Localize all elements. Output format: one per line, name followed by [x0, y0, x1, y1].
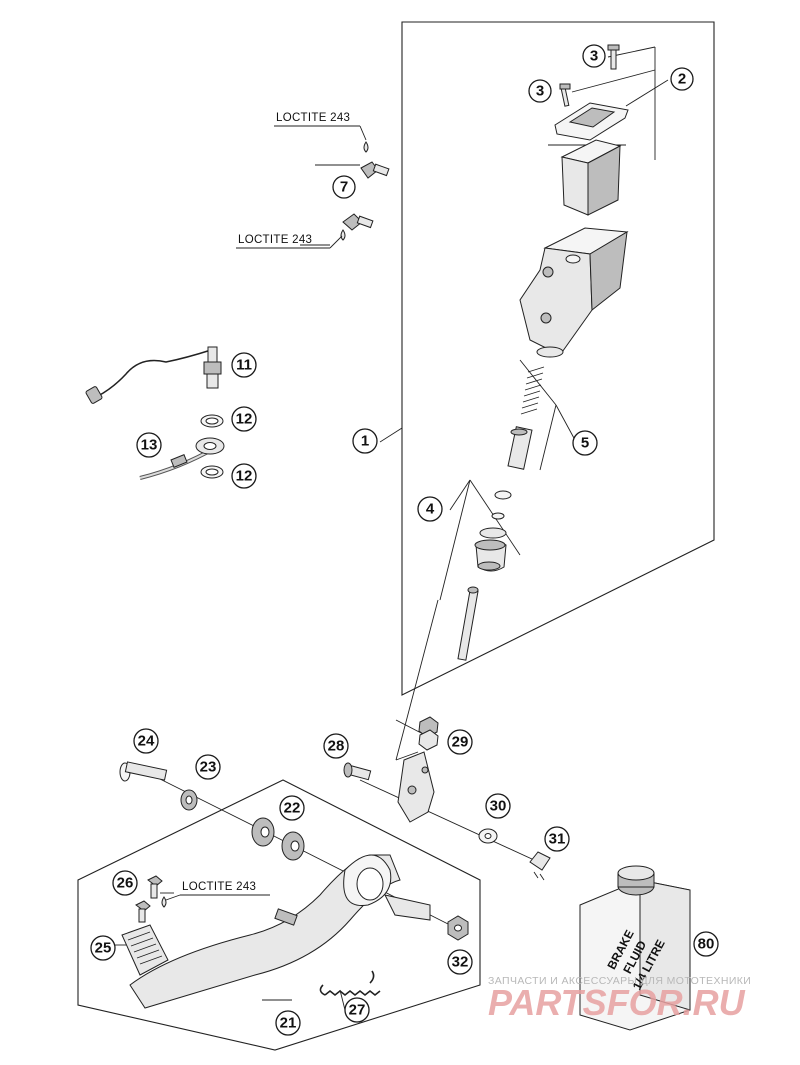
brake-light-switch-11[interactable] [85, 346, 222, 404]
loctite-note-mid-text: LOCTITE 243 [238, 234, 312, 246]
callout-3-left-label: 3 [536, 83, 544, 100]
callout-7[interactable]: 7 [332, 175, 356, 199]
callout-11-label: 11 [236, 357, 252, 374]
callout-4-label: 4 [426, 501, 435, 518]
reservoir-diaphragm[interactable] [560, 139, 622, 216]
washer-23[interactable] [180, 789, 198, 811]
callout-12-lower-label: 12 [236, 468, 253, 485]
banjo-bolt-7-lower[interactable] [340, 213, 374, 241]
loctite-note-bottom-text: LOCTITE 243 [182, 881, 256, 893]
callout-24-label: 24 [138, 733, 155, 750]
callout-1[interactable]: 1 [352, 428, 378, 454]
callout-30-label: 30 [490, 798, 507, 815]
callout-11[interactable]: 11 [231, 352, 257, 378]
callout-23[interactable]: 23 [195, 754, 221, 780]
callout-31-label: 31 [549, 831, 566, 848]
pivot-bolt-24[interactable] [119, 761, 168, 782]
loctite-note-bottom: LOCTITE 243 [165, 881, 270, 901]
callout-27[interactable]: 27 [344, 997, 370, 1023]
loctite-note-mid: LOCTITE 243 [236, 234, 343, 249]
callout-5[interactable]: 5 [572, 430, 598, 456]
callout-29-label: 29 [452, 734, 469, 751]
callout-26[interactable]: 26 [112, 870, 138, 896]
callout-3-top-label: 3 [590, 48, 598, 65]
callout-31[interactable]: 31 [544, 826, 570, 852]
push-rod-kit-4[interactable] [457, 490, 512, 661]
callout-28[interactable]: 28 [323, 733, 349, 759]
callout-27-label: 27 [349, 1002, 366, 1019]
pedal-tip-25[interactable] [121, 924, 169, 976]
bushing-22-right[interactable] [281, 831, 305, 861]
callout-13-label: 13 [141, 437, 158, 454]
spring-piston-5[interactable] [507, 366, 545, 470]
callout-23-label: 23 [200, 759, 217, 776]
callout-12-upper-label: 12 [236, 411, 253, 428]
brake-fluid-bottle-80[interactable]: BRAKE FLUID 1/4 LITRE [579, 865, 691, 1031]
screw-26-upper[interactable] [147, 875, 163, 899]
callout-12-upper[interactable]: 12 [231, 406, 257, 432]
washer-12-lower[interactable] [200, 465, 224, 479]
callout-22[interactable]: 22 [279, 795, 305, 821]
screw-26-lower[interactable] [135, 896, 167, 923]
callout-24[interactable]: 24 [133, 728, 159, 754]
callout-5-label: 5 [581, 435, 589, 452]
brake-pedal-21[interactable] [129, 854, 431, 1009]
screw-3-left[interactable] [559, 83, 571, 107]
callout-7-label: 7 [340, 179, 348, 196]
bushing-22-left[interactable] [251, 817, 275, 847]
callout-28-label: 28 [328, 738, 345, 755]
washer-30[interactable] [478, 828, 498, 844]
callout-29[interactable]: 29 [447, 729, 473, 755]
callout-3-top[interactable]: 3 [582, 44, 606, 68]
callout-13[interactable]: 13 [136, 432, 162, 458]
clip-31[interactable] [529, 851, 551, 881]
reservoir-cover-2[interactable] [554, 102, 629, 141]
washer-12-upper[interactable] [200, 414, 224, 428]
callout-22-label: 22 [284, 800, 301, 817]
nut-29[interactable] [418, 716, 439, 751]
callout-3-left[interactable]: 3 [528, 79, 552, 103]
callout-32-label: 32 [452, 954, 469, 971]
loctite-note-top-text: LOCTITE 243 [276, 112, 350, 124]
callout-26-label: 26 [117, 875, 134, 892]
callout-2-label: 2 [678, 71, 686, 88]
callout-21-label: 21 [280, 1015, 297, 1032]
callout-1-label: 1 [361, 433, 369, 450]
callout-30[interactable]: 30 [485, 793, 511, 819]
watermark: ЗАПЧАСТИ И АКСЕССУАРЫ ДЛЯ МОТОТЕХНИКИ PA… [488, 975, 751, 1023]
nut-32[interactable] [447, 915, 469, 941]
callout-25-label: 25 [95, 940, 112, 957]
return-spring-27[interactable] [319, 970, 381, 997]
callout-80[interactable]: 80 [693, 931, 719, 957]
brake-line-13[interactable] [139, 437, 225, 480]
brake-pedal-group-frame [77, 779, 481, 1051]
callout-80-label: 80 [698, 936, 715, 953]
callout-21[interactable]: 21 [275, 1010, 301, 1036]
callout-2[interactable]: 2 [670, 67, 694, 91]
loctite-note-top: LOCTITE 243 [274, 112, 367, 141]
pin-28[interactable] [343, 762, 372, 781]
watermark-brand: PARTSFOR.RU [488, 982, 746, 1023]
screw-3-top[interactable] [607, 44, 620, 70]
master-cylinder-body[interactable] [519, 227, 629, 358]
callout-25[interactable]: 25 [90, 935, 116, 961]
clevis-fork[interactable] [397, 751, 435, 823]
master-cylinder-group-frame [401, 21, 715, 696]
callout-32[interactable]: 32 [447, 949, 473, 975]
callout-12-lower[interactable]: 12 [231, 463, 257, 489]
watermark-subtitle: ЗАПЧАСТИ И АКСЕССУАРЫ ДЛЯ МОТОТЕХНИКИ [488, 975, 751, 987]
banjo-bolt-7-upper[interactable] [360, 141, 390, 179]
callout-4[interactable]: 4 [417, 496, 443, 522]
